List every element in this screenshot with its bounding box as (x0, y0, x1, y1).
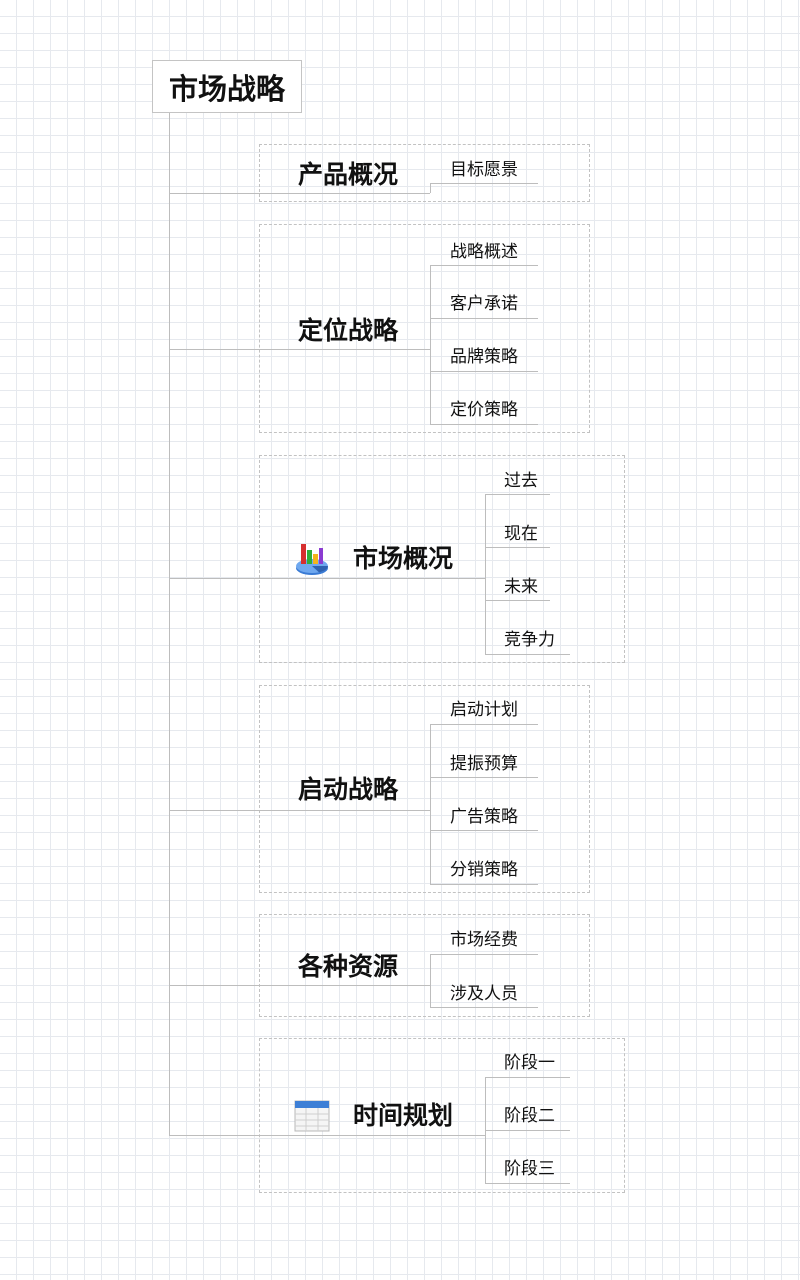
branch-title-2[interactable]: 定位战略 (298, 316, 399, 345)
root-topic[interactable]: 市场战略 (152, 60, 302, 113)
leaf-item[interactable]: 客户承诺 (450, 294, 518, 314)
leaf-item[interactable]: 阶段二 (504, 1106, 555, 1126)
leaf-underline (430, 830, 538, 831)
leaf-underline (485, 600, 550, 601)
root-topic-label: 市场战略 (168, 71, 285, 106)
branch-frame-2 (259, 224, 590, 433)
leaf-underline (430, 424, 538, 425)
branch-frame-4 (259, 685, 590, 893)
leaf-item[interactable]: 现在 (504, 524, 538, 544)
leaf-item[interactable]: 提振预算 (450, 754, 518, 774)
leaf-item[interactable]: 未来 (504, 577, 538, 597)
leaf-underline (430, 884, 538, 885)
leaf-underline (430, 954, 538, 955)
branch-title-3[interactable]: 市场概况 (353, 544, 454, 573)
connector-branch-2 (169, 349, 430, 350)
connector-branch-3 (169, 578, 485, 579)
leaf-underline (430, 1007, 538, 1008)
leaf-item[interactable]: 广告策略 (450, 807, 518, 827)
branch-title-4[interactable]: 启动战略 (298, 775, 399, 804)
leaf-underline (485, 494, 550, 495)
branch-title-1[interactable]: 产品概况 (298, 160, 399, 189)
leaf-underline (430, 724, 538, 725)
branch-title-5[interactable]: 各种资源 (298, 952, 399, 981)
leaf-underline (485, 1130, 570, 1131)
leaf-item[interactable]: 阶段一 (504, 1053, 555, 1073)
leaf-item[interactable]: 涉及人员 (450, 984, 518, 1004)
leaf-item[interactable]: 竞争力 (504, 630, 555, 650)
leaf-underline (430, 371, 538, 372)
leaf-underline (430, 265, 538, 266)
calendar-icon (294, 1100, 330, 1132)
leaf-item[interactable]: 过去 (504, 471, 538, 491)
leaf-item[interactable]: 定价策略 (450, 400, 518, 420)
leaf-item[interactable]: 阶段三 (504, 1159, 555, 1179)
leaf-item[interactable]: 启动计划 (450, 700, 518, 720)
connector-branch-4 (169, 810, 430, 811)
leaf-item[interactable]: 品牌策略 (450, 347, 518, 367)
chart-icon (293, 540, 331, 578)
connector-branch-5 (169, 985, 430, 986)
sub-connector-2 (430, 265, 431, 425)
branch-frame-5 (259, 914, 590, 1017)
leaf-underline (430, 318, 538, 319)
leaf-underline (485, 547, 550, 548)
leaf-underline (485, 1077, 570, 1078)
sub-connector-5 (430, 954, 431, 1008)
leaf-underline (438, 183, 538, 184)
sub-connector-3 (485, 494, 486, 654)
branch-title-6[interactable]: 时间规划 (353, 1101, 454, 1130)
leaf-item[interactable]: 市场经费 (450, 930, 518, 950)
branch-frame-6 (259, 1038, 625, 1193)
sub-connector-1 (430, 183, 431, 193)
leaf-underline (485, 1183, 570, 1184)
leaf-underline (430, 777, 538, 778)
branch-frame-3 (259, 455, 625, 663)
connector-branch-6 (169, 1135, 485, 1136)
connector-branch-1 (169, 193, 430, 194)
leaf-underline (485, 654, 570, 655)
sub-connector-4 (430, 724, 431, 884)
trunk-connector (169, 113, 170, 1136)
leaf-item[interactable]: 目标愿景 (450, 160, 518, 180)
branch-frame-1 (259, 144, 590, 202)
leaf-item[interactable]: 分销策略 (450, 860, 518, 880)
sub-tick-1 (430, 183, 438, 184)
leaf-item[interactable]: 战略概述 (450, 242, 518, 262)
